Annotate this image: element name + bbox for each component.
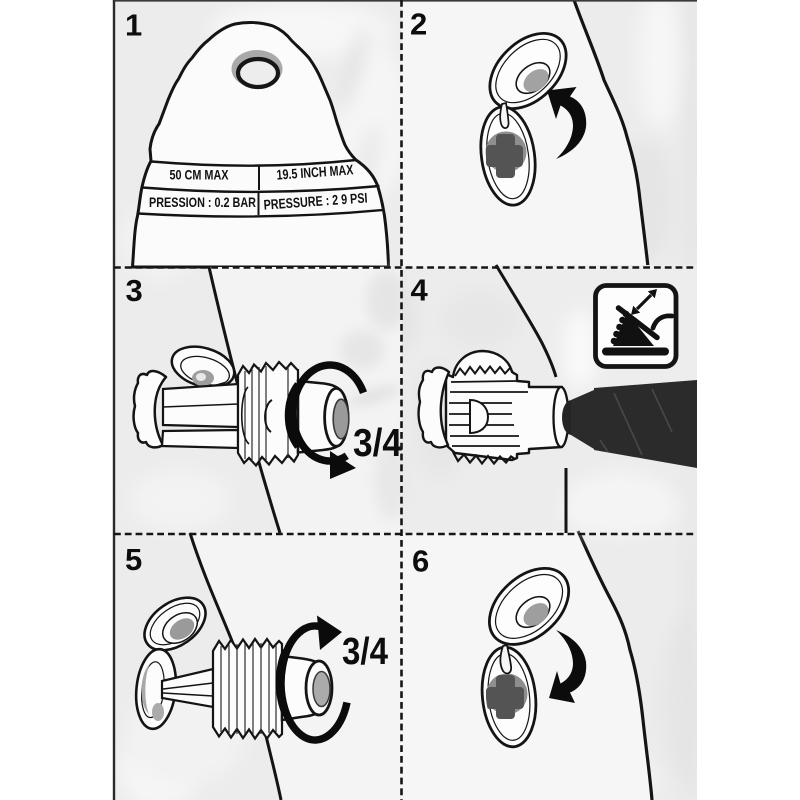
- svg-text:19.5 INCH MAX: 19.5 INCH MAX: [276, 161, 354, 182]
- svg-text:6: 6: [412, 544, 429, 579]
- svg-text:50 CM MAX: 50 CM MAX: [170, 167, 230, 183]
- svg-text:2: 2: [410, 7, 427, 42]
- svg-text:3: 3: [126, 273, 143, 308]
- svg-text:3/4: 3/4: [342, 631, 388, 673]
- svg-text:PRESSION : 0.2 BAR: PRESSION : 0.2 BAR: [149, 194, 256, 210]
- svg-text:1: 1: [125, 8, 142, 43]
- svg-text:5: 5: [125, 542, 142, 577]
- svg-text:3/4: 3/4: [353, 422, 402, 465]
- svg-text:4: 4: [411, 273, 429, 308]
- svg-text:PRESSURE : 2 9 PSI: PRESSURE : 2 9 PSI: [263, 189, 368, 212]
